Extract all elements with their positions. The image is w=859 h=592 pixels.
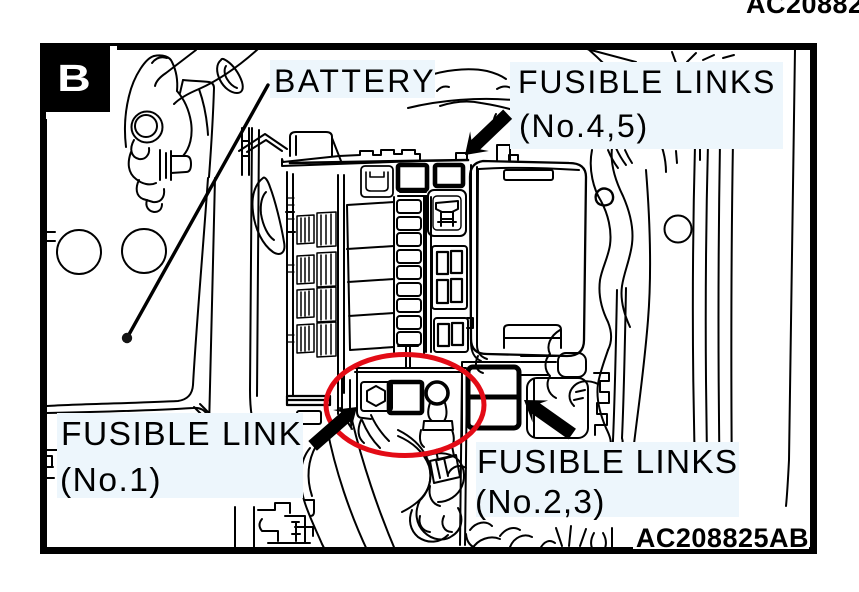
svg-text:FUSIBLE LINKS: FUSIBLE LINKS — [518, 64, 776, 100]
svg-text:FUSIBLE LINKS: FUSIBLE LINKS — [477, 444, 738, 481]
svg-text:(No.4,5): (No.4,5) — [519, 108, 649, 144]
svg-text:BATTERY: BATTERY — [274, 63, 436, 99]
svg-text:AC208825: AC208825 — [746, 0, 859, 19]
svg-text:(No.1): (No.1) — [60, 462, 162, 499]
svg-text:B: B — [57, 57, 90, 99]
svg-text:AC208825AB: AC208825AB — [636, 523, 809, 553]
svg-text:FUSIBLE LINK: FUSIBLE LINK — [61, 416, 302, 453]
svg-text:(No.2,3): (No.2,3) — [475, 484, 606, 521]
